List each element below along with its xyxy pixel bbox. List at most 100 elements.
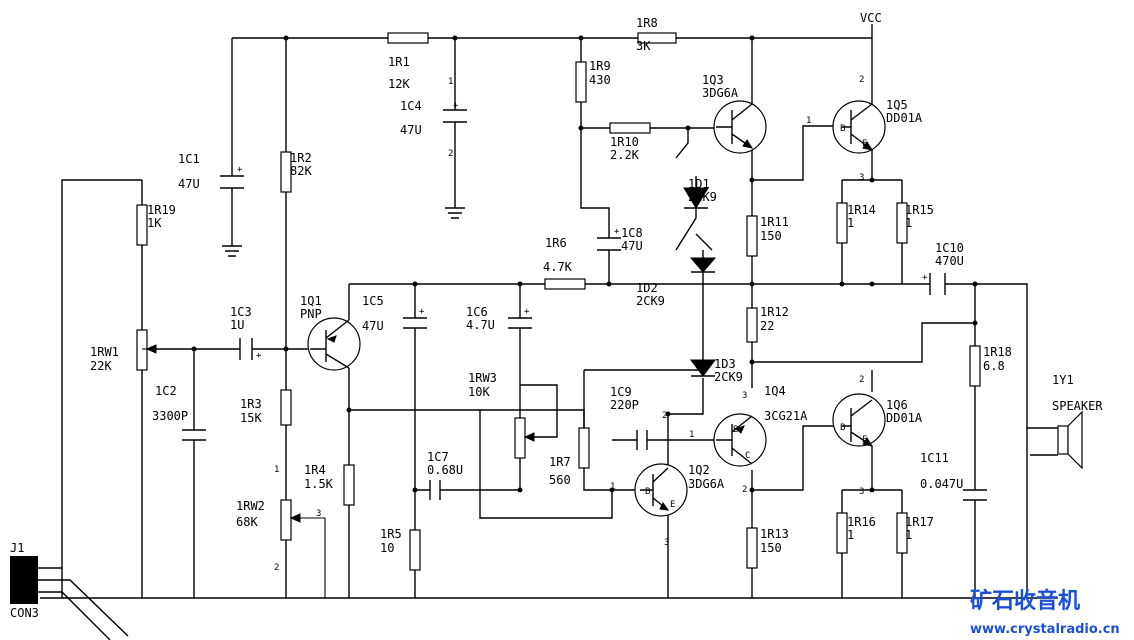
label-1r10: 1R10: [610, 135, 639, 149]
svg-text:3: 3: [859, 487, 864, 497]
svg-text:2CK9: 2CK9: [636, 294, 665, 308]
component-labels: VCC 1R1 12K 1C4 47U 1R8 3K 1R9 430 1Q3 3…: [10, 11, 1103, 620]
capacitors: [182, 109, 987, 501]
svg-text:+: +: [237, 165, 243, 175]
label-1c2: 1C2: [155, 384, 177, 398]
svg-text:+: +: [453, 101, 459, 111]
label-1c7: 1C7: [427, 450, 449, 464]
svg-text:1U: 1U: [230, 318, 244, 332]
svg-text:1: 1: [847, 216, 854, 230]
resistor-1rw3: [514, 417, 526, 459]
resistor-1r9: [575, 61, 587, 103]
svg-text:2: 2: [742, 485, 747, 495]
resistor-1r18: [969, 345, 981, 387]
svg-text:B: B: [645, 487, 650, 497]
label-1c8: 1C8: [621, 226, 643, 240]
svg-text:15K: 15K: [240, 411, 262, 425]
label-1r12: 1R12: [760, 305, 789, 319]
watermark-brand: 矿石收音机: [970, 588, 1080, 614]
label-1c4: 1C4: [400, 99, 422, 113]
svg-text:3: 3: [664, 538, 669, 548]
svg-text:SPEAKER: SPEAKER: [1052, 399, 1103, 413]
label-1r14: 1R14: [847, 203, 876, 217]
svg-text:+: +: [256, 351, 262, 361]
svg-text:470U: 470U: [935, 254, 964, 268]
resistor-1r15: [896, 202, 908, 244]
label-1q1: 1Q1: [300, 294, 322, 308]
svg-text:10K: 10K: [468, 385, 490, 399]
svg-text:0.68U: 0.68U: [427, 463, 463, 477]
resistor-1r11: [746, 215, 758, 257]
svg-text:560: 560: [549, 473, 571, 487]
label-1y1: 1Y1: [1052, 373, 1074, 387]
resistor-1r16: [836, 512, 848, 554]
svg-text:3DG6A: 3DG6A: [702, 86, 739, 100]
svg-text:47U: 47U: [621, 239, 643, 253]
resistor-1r12: [746, 307, 758, 343]
svg-text:3K: 3K: [636, 39, 651, 53]
svg-text:1: 1: [689, 430, 694, 440]
svg-text:0.047U: 0.047U: [920, 477, 963, 491]
svg-text:2: 2: [662, 411, 667, 421]
resistor-1rw2: [280, 499, 292, 541]
svg-text:2CK9: 2CK9: [714, 370, 743, 384]
label-1q6: 1Q6: [886, 398, 908, 412]
svg-text:E: E: [670, 500, 675, 510]
resistor-1r10: [609, 122, 651, 134]
label-1r15: 1R15: [905, 203, 934, 217]
svg-text:E: E: [862, 435, 867, 445]
diode-1d2: [689, 257, 717, 273]
svg-text:47U: 47U: [178, 177, 200, 191]
svg-text:47U: 47U: [400, 123, 422, 137]
transistor-1q3: [713, 100, 767, 154]
resistor-1r4: [343, 464, 355, 506]
label-1c6: 1C6: [466, 305, 488, 319]
label-1r5: 1R5: [380, 527, 402, 541]
svg-text:82K: 82K: [290, 164, 312, 178]
diode-1d1: [683, 187, 709, 209]
svg-text:3: 3: [316, 509, 321, 519]
transistor-1q5: [832, 100, 886, 154]
speaker-1y1: [1057, 410, 1083, 470]
label-1r16: 1R16: [847, 515, 876, 529]
svg-text:1.5K: 1.5K: [304, 477, 334, 491]
svg-text:B: B: [840, 124, 845, 134]
label-1c10: 1C10: [935, 241, 964, 255]
resistor-1r8: [637, 32, 677, 44]
label-1c5: 1C5: [362, 294, 384, 308]
svg-text:4.7K: 4.7K: [543, 260, 573, 274]
watermark: 矿石收音机 www.crystalradio.cn: [970, 588, 1120, 637]
resistor-1r1: [387, 32, 429, 44]
svg-text:1: 1: [448, 77, 453, 87]
svg-text:DD01A: DD01A: [886, 411, 923, 425]
svg-text:150: 150: [760, 541, 782, 555]
svg-text:2: 2: [274, 563, 279, 573]
svg-text:2CK9: 2CK9: [688, 190, 717, 204]
resistor-1r6: [544, 278, 586, 290]
svg-text:+: +: [524, 307, 530, 317]
svg-text:68K: 68K: [236, 515, 258, 529]
svg-text:22K: 22K: [90, 359, 112, 373]
label-1c11: 1C11: [920, 451, 949, 465]
label-j1: J1: [10, 541, 24, 555]
label-1r19: 1R19: [147, 203, 176, 217]
svg-text:1: 1: [610, 482, 615, 492]
svg-text:3DG6A: 3DG6A: [688, 477, 725, 491]
diodes: [683, 187, 717, 377]
svg-text:E: E: [862, 139, 867, 149]
label-1q5: 1Q5: [886, 98, 908, 112]
resistor-1r13: [746, 527, 758, 569]
svg-text:1: 1: [847, 528, 854, 542]
svg-text:CON3: CON3: [10, 606, 39, 620]
svg-text:6.8: 6.8: [983, 359, 1005, 373]
transistors: [307, 100, 886, 517]
resistor-1r14: [836, 202, 848, 244]
svg-text:3300P: 3300P: [152, 409, 188, 423]
svg-text:B: B: [840, 423, 845, 433]
label-1r1: 1R1: [388, 55, 410, 69]
wires: [38, 24, 1058, 640]
svg-text:47U: 47U: [362, 319, 384, 333]
watermark-url: www.crystalradio.cn: [970, 622, 1120, 637]
svg-text:220P: 220P: [610, 398, 639, 412]
